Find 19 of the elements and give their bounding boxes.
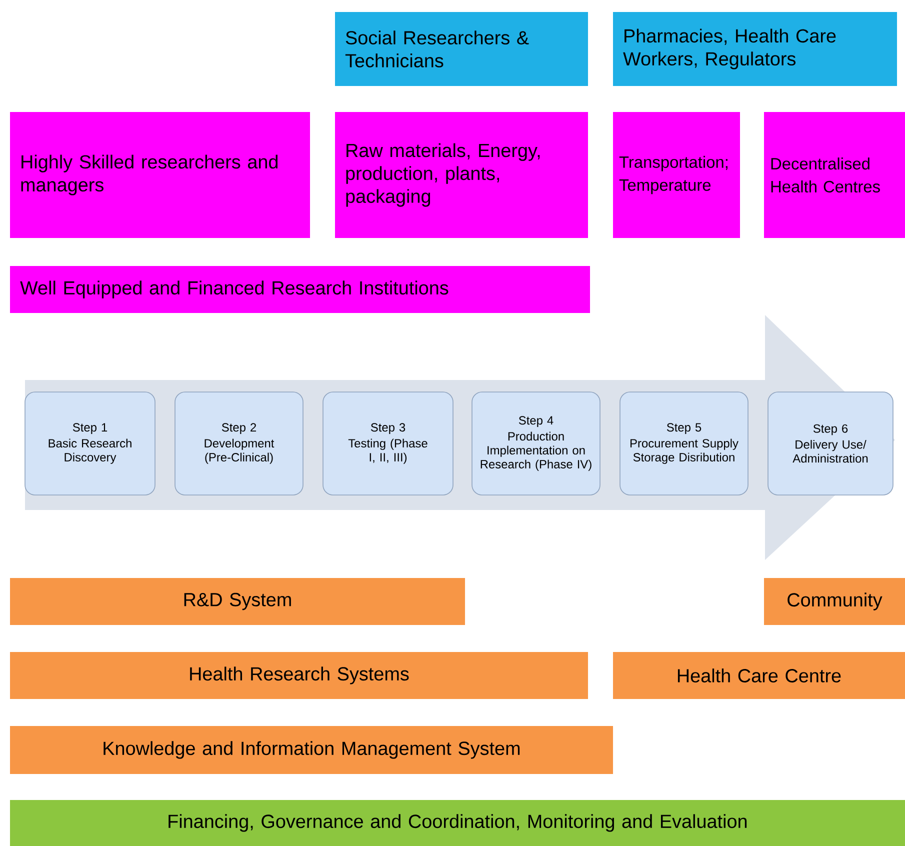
resource-box: Transportation; Temperature [613,112,740,238]
step-box: Step 5 Procurement Supply Storage Disribution [620,392,748,496]
info-box: Pharmacies, Health Care Workers, Regulators [613,12,897,86]
step-box: Step 6 Delivery Use/ Administration [768,392,894,496]
step-box: Step 3 Testing (Phase I, II, III) [322,392,454,496]
system-bar: Health Research Systems [10,652,588,699]
resource-box: Decentralised Health Centres [764,112,905,238]
step-box: Step 2 Development (Pre-Clinical) [174,392,304,496]
resource-box: Raw materials, Energy, production, plants, packaging [335,112,588,238]
system-bar: Knowledge and Information Management System [10,726,613,774]
step-box: Step 4 Production Implementation on Research (Phase IV) [472,392,600,496]
system-bar: Community [764,578,905,625]
info-box: Social Researchers & Technicians [335,12,588,86]
step-box: Step 1 Basic Research Discovery [24,392,156,496]
resource-box: Well Equipped and Financed Research Institutions [10,266,590,313]
system-bar: R&D System [10,578,465,625]
resource-box: Highly Skilled researchers and managers [10,112,310,238]
foundation-bar: Financing, Governance and Coordination, Monitoring and Evaluation [10,800,905,846]
system-bar: Health Care Centre [613,652,905,699]
